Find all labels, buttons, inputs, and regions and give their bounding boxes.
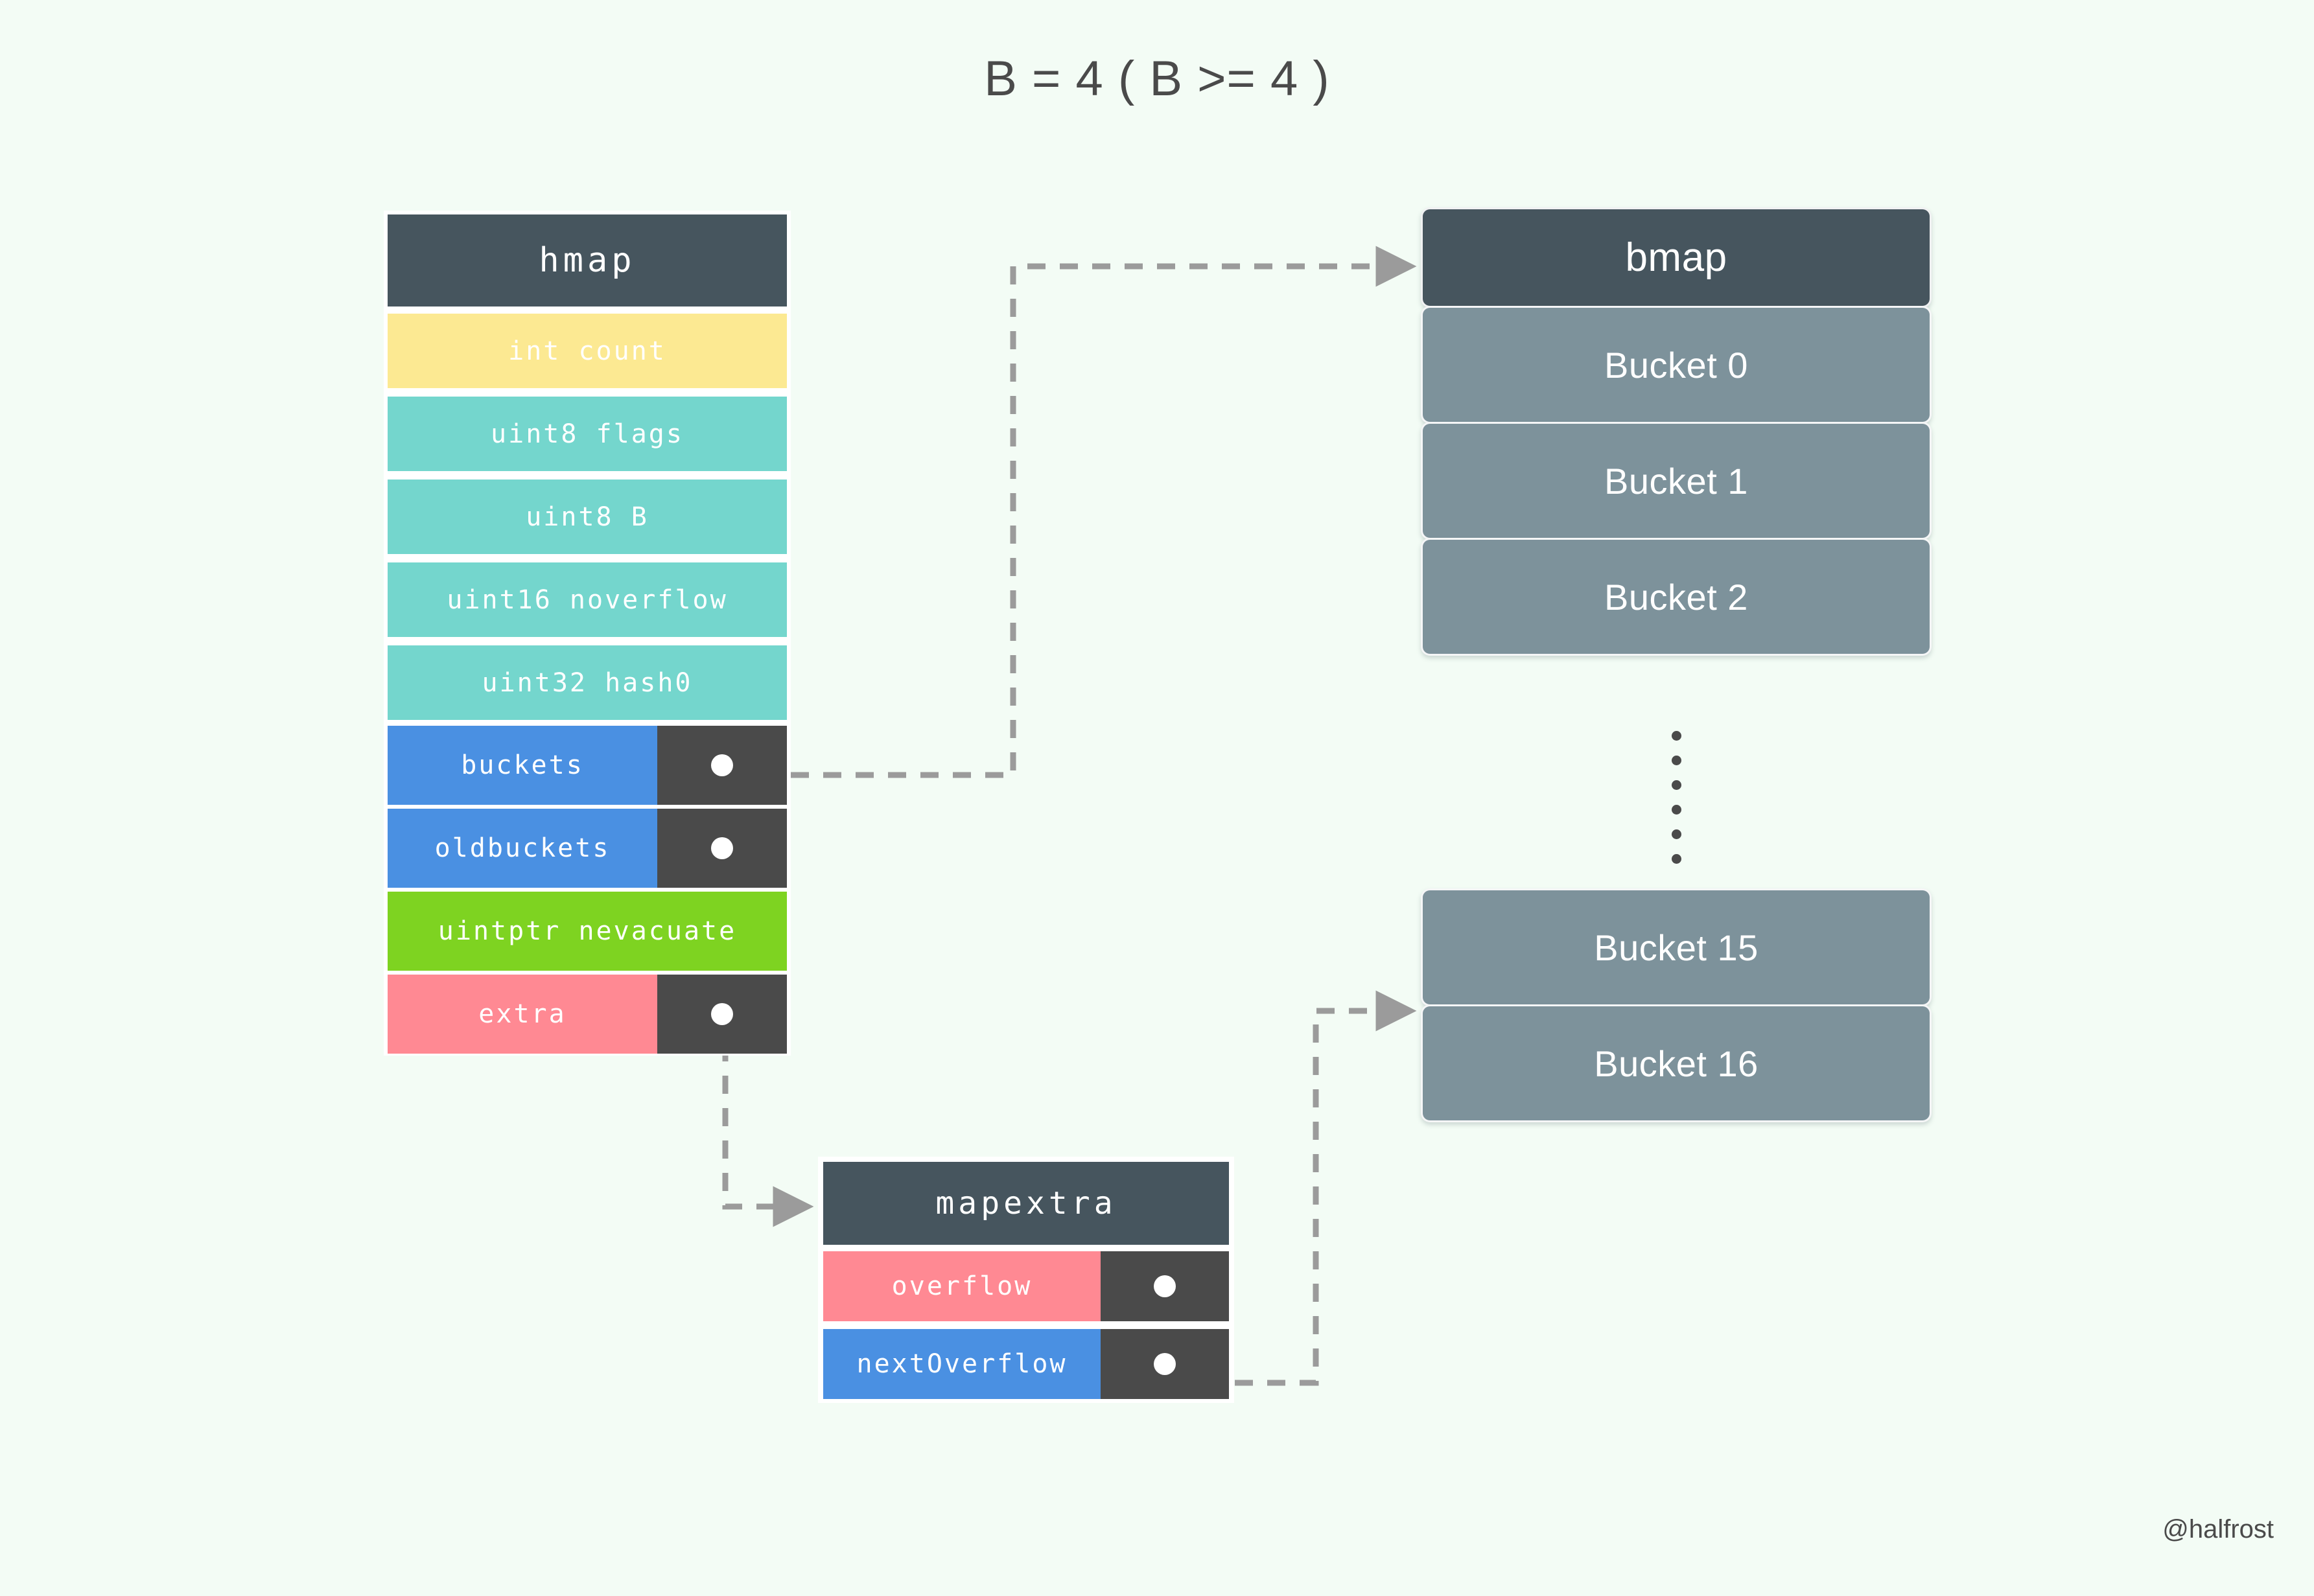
hmap-field-label: uint16 noverflow <box>388 562 787 637</box>
ellipsis-dot <box>1671 854 1681 864</box>
mapextra-header-label: mapextra <box>823 1162 1229 1245</box>
oldbuckets-pointer-cell <box>657 809 787 888</box>
bucket-cell: Bucket 1 <box>1421 422 1932 540</box>
hmap-field-int-count: int count <box>384 309 791 392</box>
bucket-cell: Bucket 16 <box>1421 1004 1932 1122</box>
hmap-struct: hmap int count uint8 flags uint8 B uint1… <box>384 211 791 1056</box>
hmap-field-oldbuckets: oldbuckets <box>384 807 791 890</box>
hmap-field-label: uintptr nevacuate <box>388 892 787 971</box>
hmap-field-uint8-flags: uint8 flags <box>384 392 791 475</box>
wire-nextoverflow-to-buckets <box>1235 990 1417 1386</box>
bucket-cell: Bucket 2 <box>1421 538 1932 656</box>
buckets-pointer-cell <box>657 726 787 805</box>
hmap-field-uint32-hash0: uint32 hash0 <box>384 641 791 724</box>
hmap-field-label: buckets <box>388 726 657 805</box>
hmap-field-label: oldbuckets <box>388 809 657 888</box>
ellipsis-dot <box>1671 829 1681 839</box>
ellipsis-dot <box>1671 731 1681 741</box>
wire-buckets-to-bmap <box>726 246 1417 778</box>
hmap-field-label: int count <box>388 314 787 388</box>
bmap-group: bmap Bucket 0 Bucket 1 Bucket 2 <box>1421 207 1932 656</box>
hmap-field-label: uint8 B <box>388 480 787 554</box>
mapextra-struct: mapextra overflow nextOverflow <box>818 1157 1234 1403</box>
hmap-header-row: hmap <box>384 211 791 309</box>
extra-pointer-cell <box>657 975 787 1054</box>
ellipsis-dot <box>1671 805 1681 815</box>
bucket-cell: Bucket 15 <box>1421 888 1932 1006</box>
overflow-bucket-group: Bucket 15 Bucket 16 <box>1421 888 1932 1122</box>
pointer-dot-icon <box>711 754 733 776</box>
ellipsis-dot <box>1671 780 1681 790</box>
bmap-header: bmap <box>1421 207 1932 308</box>
hmap-field-uint16-noverflow: uint16 noverflow <box>384 558 791 641</box>
hmap-field-extra: extra <box>384 973 791 1056</box>
mapextra-field-label: nextOverflow <box>823 1329 1101 1399</box>
mapextra-field-label: overflow <box>823 1251 1101 1321</box>
pointer-dot-icon <box>711 1003 733 1025</box>
bucket-cell: Bucket 0 <box>1421 306 1932 424</box>
hmap-field-buckets: buckets <box>384 724 791 807</box>
pointer-dot-icon <box>711 837 733 859</box>
mapextra-field-nextoverflow: nextOverflow <box>818 1325 1234 1403</box>
pointer-dot-icon <box>1154 1353 1176 1375</box>
hmap-field-label: uint32 hash0 <box>388 645 787 720</box>
overflow-pointer-cell <box>1101 1251 1229 1321</box>
nextoverflow-pointer-cell <box>1101 1329 1229 1399</box>
vertical-ellipsis-icon <box>1665 731 1688 879</box>
mapextra-header-row: mapextra <box>818 1157 1234 1247</box>
diagram-title: B = 4 ( B >= 4 ) <box>984 51 1330 106</box>
hmap-field-label: uint8 flags <box>388 397 787 471</box>
hmap-field-uintptr-nevacuate: uintptr nevacuate <box>384 890 791 973</box>
watermark: @halfrost <box>2162 1515 2274 1544</box>
pointer-dot-icon <box>1154 1275 1176 1297</box>
ellipsis-dot <box>1671 756 1681 765</box>
hmap-field-uint8-b: uint8 B <box>384 475 791 558</box>
mapextra-field-overflow: overflow <box>818 1247 1234 1325</box>
hmap-header-label: hmap <box>388 214 787 306</box>
hmap-field-label: extra <box>388 975 657 1054</box>
